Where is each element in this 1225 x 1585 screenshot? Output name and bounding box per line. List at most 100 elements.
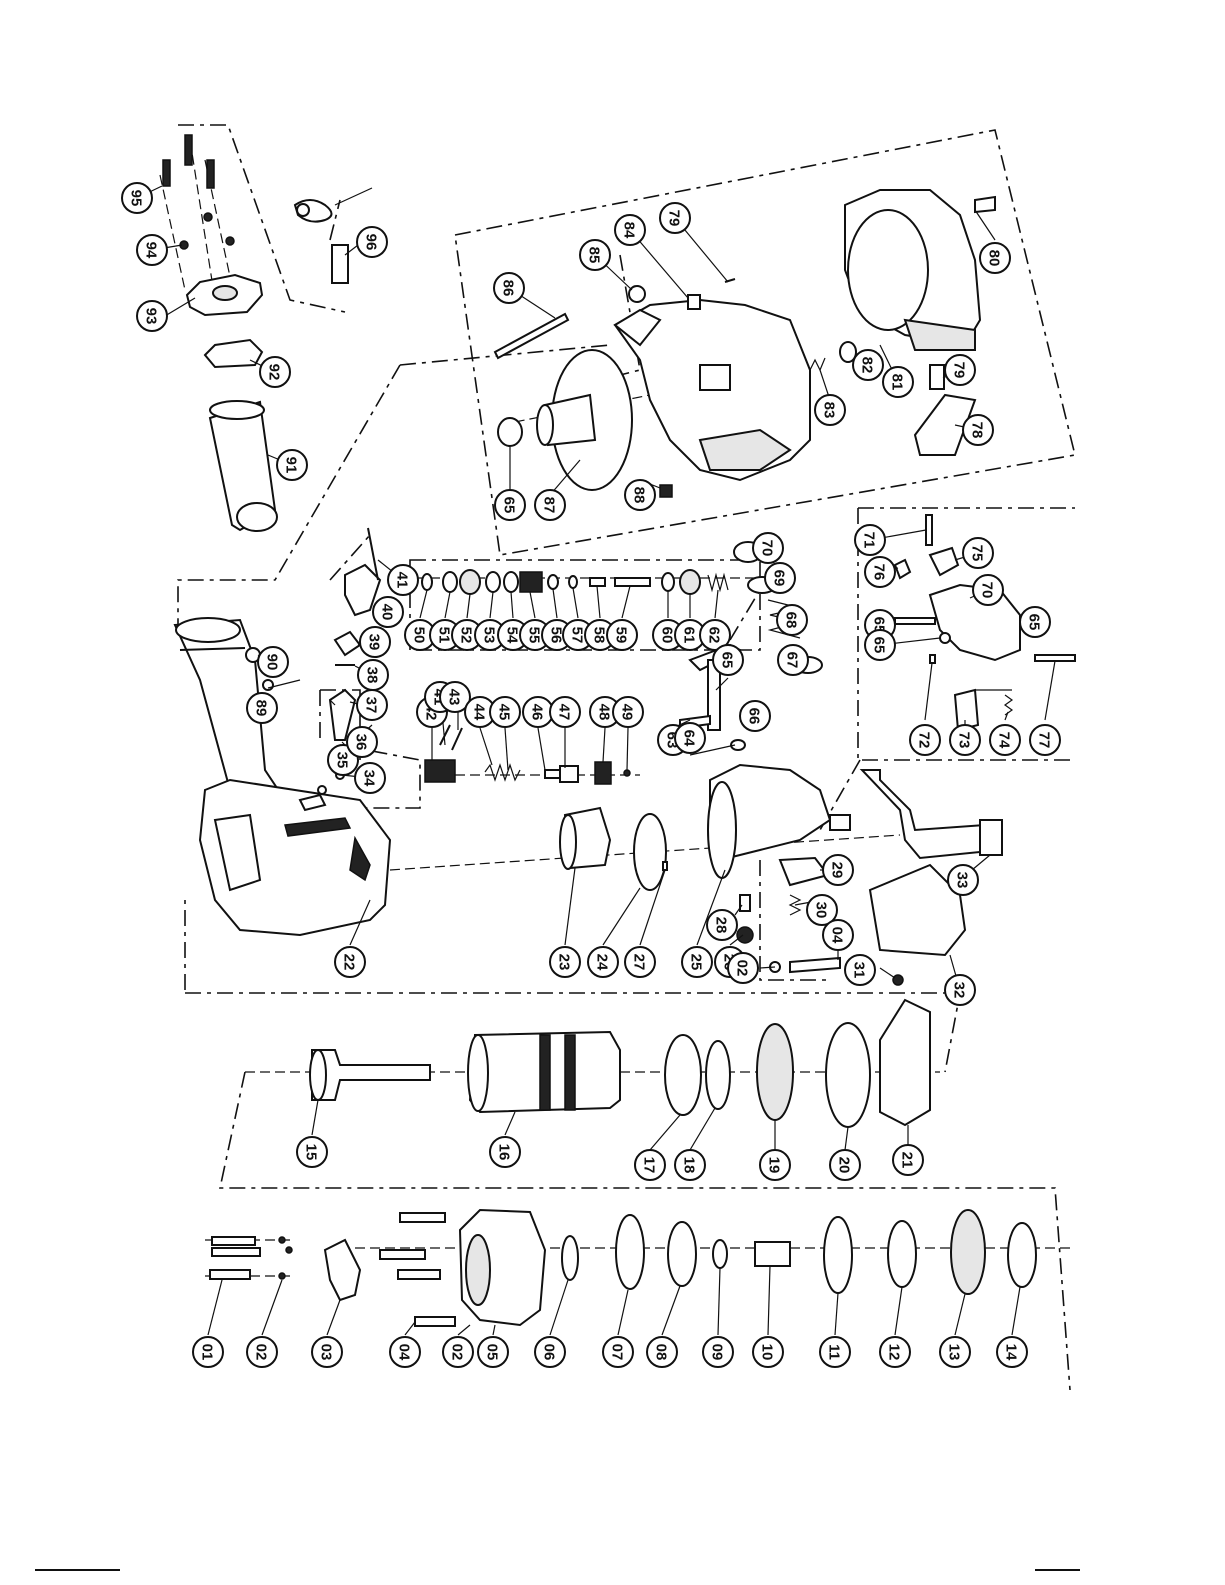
callout-95: 95 <box>121 182 153 214</box>
callout-number: 08 <box>653 1344 670 1361</box>
callout-number: 95 <box>128 190 145 207</box>
callout-number: 32 <box>951 982 968 999</box>
magazine-assembly <box>493 189 996 498</box>
callout-number: 96 <box>363 234 380 251</box>
callout-04: 04 <box>389 1336 421 1368</box>
callout-number: 86 <box>500 280 517 297</box>
callout-number: 44 <box>471 704 488 721</box>
callout-number: 25 <box>688 954 705 971</box>
callout-number: 15 <box>303 1144 320 1161</box>
callout-number: 81 <box>889 374 906 391</box>
callout-73: 73 <box>949 724 981 756</box>
callout-number: 40 <box>379 604 396 621</box>
callout-number: 01 <box>199 1344 216 1361</box>
callout-72: 72 <box>909 724 941 756</box>
callout-28: 28 <box>706 909 738 941</box>
exhaust-deflector <box>162 134 349 532</box>
callout-number: 90 <box>264 654 281 671</box>
callout-84: 84 <box>614 214 646 246</box>
callout-number: 79 <box>951 362 968 379</box>
callout-number: 54 <box>504 627 521 644</box>
callout-number: 14 <box>1003 1344 1020 1361</box>
callout-number: 80 <box>986 250 1003 267</box>
callout-number: 56 <box>548 627 565 644</box>
main-housing <box>173 617 392 937</box>
callout-88: 88 <box>624 479 656 511</box>
valve-row <box>424 724 631 785</box>
callout-07: 07 <box>602 1336 634 1368</box>
callout-number: 52 <box>458 627 475 644</box>
callout-54: 54 <box>497 619 529 651</box>
callout-13: 13 <box>939 1336 971 1368</box>
callout-91: 91 <box>276 449 308 481</box>
callout-65: 65 <box>712 644 744 676</box>
callout-58: 58 <box>584 619 616 651</box>
callout-79: 79 <box>944 354 976 386</box>
callout-93: 93 <box>136 300 168 332</box>
callout-number: 64 <box>681 730 698 747</box>
callout-number: 47 <box>556 704 573 721</box>
callout-51: 51 <box>429 619 461 651</box>
callout-number: 92 <box>266 364 283 381</box>
callout-number: 02 <box>253 1344 270 1361</box>
callout-number: 21 <box>899 1152 916 1169</box>
callout-77: 77 <box>1029 724 1061 756</box>
callout-number: 23 <box>556 954 573 971</box>
callout-46: 46 <box>522 696 554 728</box>
callout-92: 92 <box>259 356 291 388</box>
callout-86: 86 <box>493 272 525 304</box>
callout-number: 06 <box>541 1344 558 1361</box>
callout-02: 02 <box>246 1336 278 1368</box>
callout-36: 36 <box>346 726 378 758</box>
callout-number: 19 <box>766 1157 783 1174</box>
callout-number: 87 <box>541 497 558 514</box>
callout-21: 21 <box>892 1144 924 1176</box>
callout-number: 03 <box>318 1344 335 1361</box>
callout-number: 45 <box>496 704 513 721</box>
callout-15: 15 <box>296 1136 328 1168</box>
cylinder-row <box>309 998 931 1128</box>
callout-53: 53 <box>474 619 506 651</box>
callout-number: 72 <box>916 732 933 749</box>
callout-33: 33 <box>947 864 979 896</box>
callout-34: 34 <box>354 762 386 794</box>
callout-number: 30 <box>813 902 830 919</box>
callout-number: 22 <box>341 954 358 971</box>
callout-19: 19 <box>759 1149 791 1181</box>
callout-number: 68 <box>783 612 800 629</box>
callout-number: 37 <box>363 697 380 714</box>
callout-number: 55 <box>526 627 543 644</box>
callout-number: 93 <box>143 308 160 325</box>
callout-number: 31 <box>851 962 868 979</box>
callout-60: 60 <box>652 619 684 651</box>
callout-04: 04 <box>822 919 854 951</box>
callout-65: 65 <box>494 489 526 521</box>
callout-number: 70 <box>979 582 996 599</box>
callout-08: 08 <box>646 1336 678 1368</box>
callout-74: 74 <box>989 724 1021 756</box>
callout-number: 27 <box>631 954 648 971</box>
callout-number: 29 <box>829 862 846 879</box>
callout-18: 18 <box>674 1149 706 1181</box>
callout-number: 71 <box>861 532 878 549</box>
callout-06: 06 <box>534 1336 566 1368</box>
piston-parts <box>559 806 668 891</box>
callout-number: 94 <box>143 242 160 259</box>
callout-23: 23 <box>549 946 581 978</box>
callout-number: 28 <box>713 917 730 934</box>
callout-number: 53 <box>481 627 498 644</box>
callout-81: 81 <box>882 366 914 398</box>
callout-number: 67 <box>784 652 801 669</box>
callout-number: 66 <box>746 708 763 725</box>
callout-number: 85 <box>586 247 603 264</box>
callout-85: 85 <box>579 239 611 271</box>
callout-number: 65 <box>719 652 736 669</box>
callout-39: 39 <box>359 626 391 658</box>
callout-17: 17 <box>634 1149 666 1181</box>
callout-number: 73 <box>956 732 973 749</box>
callout-number: 76 <box>871 564 888 581</box>
callout-number: 61 <box>681 627 698 644</box>
callout-number: 35 <box>334 752 351 769</box>
callout-37: 37 <box>356 689 388 721</box>
